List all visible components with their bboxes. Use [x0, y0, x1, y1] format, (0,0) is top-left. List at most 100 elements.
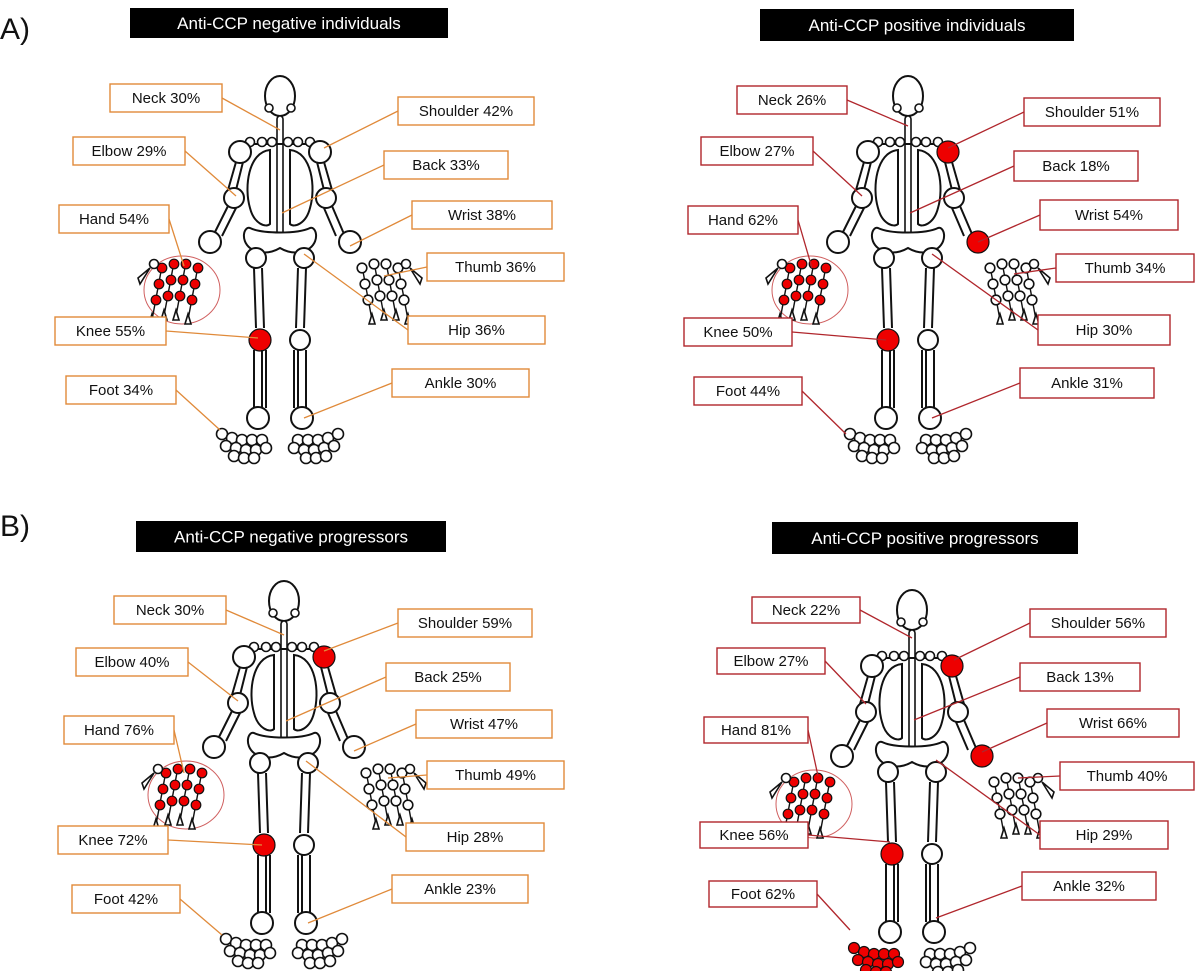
femur-right-shape: [923, 267, 935, 329]
ribcage-right-shape: [289, 148, 314, 227]
foot-right-bone: [937, 451, 951, 465]
finger-left-joint: [790, 290, 802, 302]
jaw-shape: [264, 103, 274, 113]
foot-right-bone: [327, 439, 341, 453]
finger-left-joint: [196, 767, 208, 779]
finger-right-joint: [359, 278, 371, 290]
leader-line-hand: [173, 729, 185, 774]
clavicle-joint: [266, 136, 278, 148]
finger-left-joint: [785, 792, 797, 804]
foot-left-bone: [875, 451, 889, 465]
label-box-neck: [113, 595, 227, 625]
finger-left-joint: [778, 294, 790, 306]
shin-left-shape: [881, 350, 895, 408]
finger-left-joint: [800, 772, 812, 784]
forearm-right-shape: [955, 719, 977, 751]
foot-left-bone: [847, 439, 861, 453]
finger-left-joint: [166, 795, 178, 807]
leader-line-elbow: [184, 150, 237, 197]
foot-right-bone: [323, 954, 337, 968]
label-box-hand: [703, 716, 809, 744]
fingertip-right-shape: [395, 812, 405, 826]
hand-highlight-ring: [147, 760, 225, 830]
panel-title: Anti-CCP positive individuals: [808, 16, 1025, 35]
finger-left-shape: [819, 779, 831, 835]
forearm-right-shape: [323, 205, 345, 237]
label-knee: Knee 56%: [719, 827, 788, 844]
leader-line-knee: [167, 839, 263, 846]
foot-left-bone: [219, 439, 233, 453]
foot-right-bone: [313, 956, 327, 970]
label-box-hip: [1037, 314, 1171, 346]
label-box-hand: [58, 204, 170, 234]
finger-left-joint: [809, 788, 821, 800]
shoulder-right-joint: [308, 140, 332, 164]
femur-left-shape: [881, 267, 893, 329]
finger-right-joint: [1015, 788, 1027, 800]
hip-left-joint: [249, 752, 271, 774]
thumb-right-joint: [1032, 772, 1044, 784]
finger-left-joint: [181, 779, 193, 791]
finger-right-joint: [994, 808, 1006, 820]
label-elbow: Elbow 40%: [94, 654, 169, 671]
finger-left-joint: [190, 799, 202, 811]
shin-right-shape: [925, 864, 939, 922]
thumb-left-joint: [776, 258, 788, 270]
jaw-shape: [892, 103, 902, 113]
skeleton: [765, 75, 1051, 465]
label-elbow: Elbow 27%: [719, 143, 794, 160]
label-thumb: Thumb 49%: [455, 767, 536, 784]
panel-title-box: [130, 8, 448, 38]
label-thumb: Thumb 40%: [1087, 768, 1168, 785]
fingertip-right-shape: [379, 307, 389, 321]
forearm-left-shape: [841, 205, 865, 237]
finger-left-shape: [795, 775, 807, 831]
label-neck: Neck 22%: [772, 602, 840, 619]
leader-line-back: [913, 676, 1021, 721]
panel-title-box: [136, 521, 446, 552]
spine-shape: [908, 629, 916, 753]
label-box-neck: [736, 85, 848, 115]
section-label-b: B): [0, 510, 30, 543]
finger-left-shape: [791, 261, 803, 317]
leader-line-elbow: [812, 150, 863, 197]
fingertip-right-shape: [999, 825, 1009, 839]
leader-line-hip: [303, 253, 409, 331]
finger-right-shape: [1017, 775, 1029, 831]
wrist-right-joint: [970, 744, 994, 768]
clavicle-joint: [256, 136, 268, 148]
label-foot: Foot 62%: [731, 886, 795, 903]
finger-left-shape: [167, 766, 179, 822]
label-ankle: Ankle 32%: [1053, 878, 1125, 895]
foot-right-bone: [951, 963, 965, 971]
finger-right-shape: [1005, 775, 1017, 831]
leader-line-back: [909, 165, 1015, 214]
finger-right-joint: [363, 783, 375, 795]
foot-right-bone: [947, 449, 961, 463]
fingertip-left-shape: [799, 307, 809, 321]
forearm-right-shape: [951, 205, 973, 237]
label-back: Back 33%: [412, 157, 480, 174]
finger-right-joint: [398, 294, 410, 306]
label-box-knee: [54, 316, 167, 346]
finger-right-joint: [378, 795, 390, 807]
section-label-a: A): [0, 13, 30, 46]
fingertip-left-shape: [183, 311, 193, 325]
finger-left-shape: [191, 770, 203, 826]
ribcage-right-shape: [293, 653, 318, 732]
label-ankle: Ankle 31%: [1051, 375, 1123, 392]
jaw-shape: [286, 103, 296, 113]
ankle-right-joint: [922, 920, 946, 944]
label-hip: Hip 29%: [1076, 827, 1133, 844]
clavicle-joint: [282, 136, 294, 148]
finger-left-shape: [155, 770, 167, 826]
finger-left-joint: [814, 294, 826, 306]
foot-left-bone: [247, 451, 261, 465]
label-box-knee: [683, 317, 793, 347]
clavicle-joint: [260, 641, 272, 653]
shoulder-left-joint: [228, 140, 252, 164]
hip-left-joint: [245, 247, 267, 269]
clavicle-joint: [920, 136, 932, 148]
